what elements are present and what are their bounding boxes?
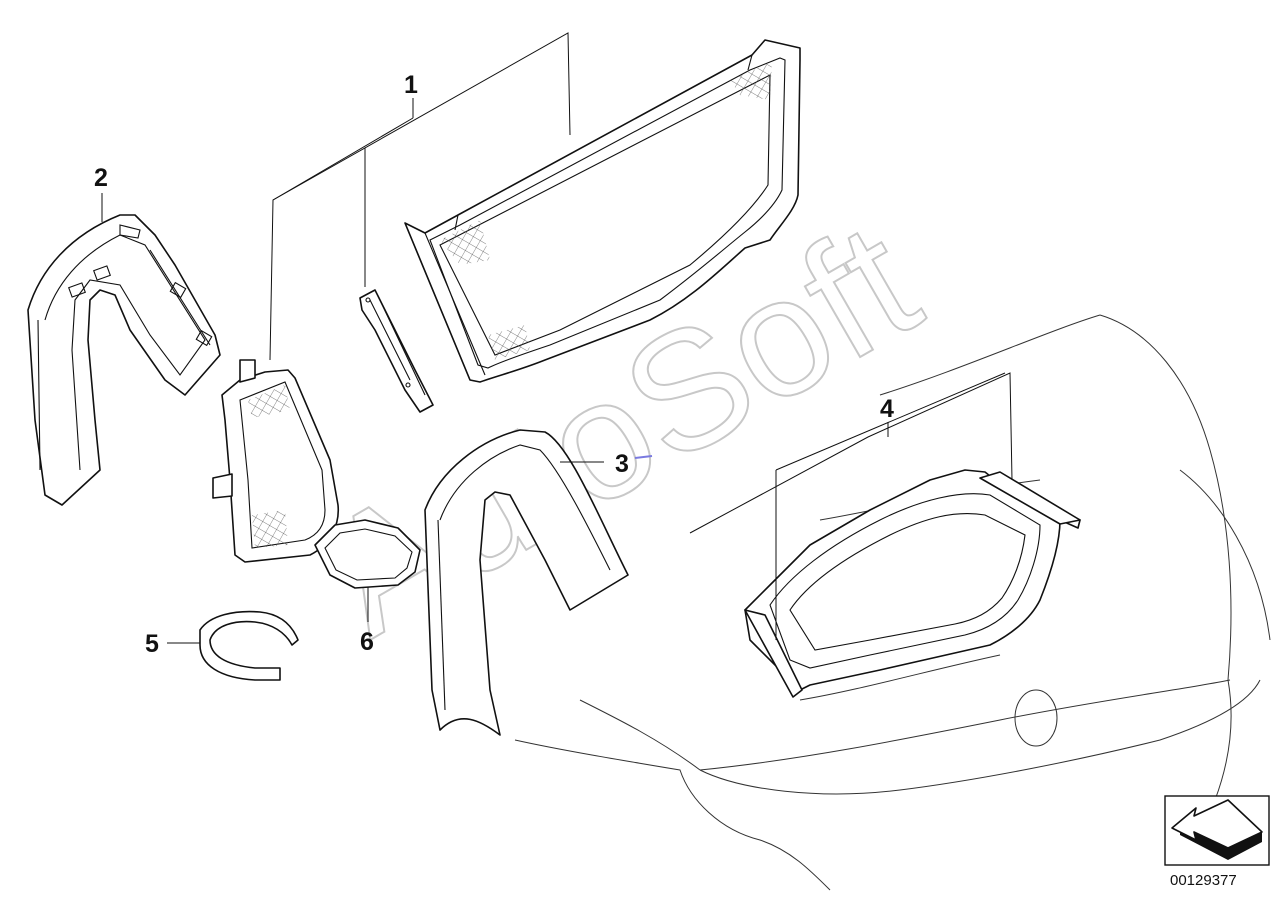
callout-4: 4 xyxy=(880,395,894,423)
callout-2: 2 xyxy=(94,164,108,192)
part-1-window-frame xyxy=(404,39,801,383)
callout-labels: 1 2 3 4 5 6 xyxy=(94,71,894,658)
part-4-rear-frame xyxy=(744,469,1081,698)
part-2-roll-bar-trim xyxy=(27,214,221,506)
part-3-roll-bar-trim xyxy=(424,429,629,736)
part-5-seal xyxy=(199,610,299,681)
callout-1: 1 xyxy=(404,71,418,99)
forward-arrow-icon xyxy=(1171,799,1263,860)
direction-indicator xyxy=(1164,795,1270,866)
catalog-number: 00129377 xyxy=(1170,872,1237,889)
part-6-seal xyxy=(314,519,421,589)
part-1-strip xyxy=(359,289,434,413)
part-1-quarter-frame xyxy=(212,359,340,563)
leader-lines xyxy=(101,32,1013,644)
callout-6: 6 xyxy=(360,628,374,656)
callout-3: 3 xyxy=(615,450,629,478)
callout-5: 5 xyxy=(145,630,159,658)
